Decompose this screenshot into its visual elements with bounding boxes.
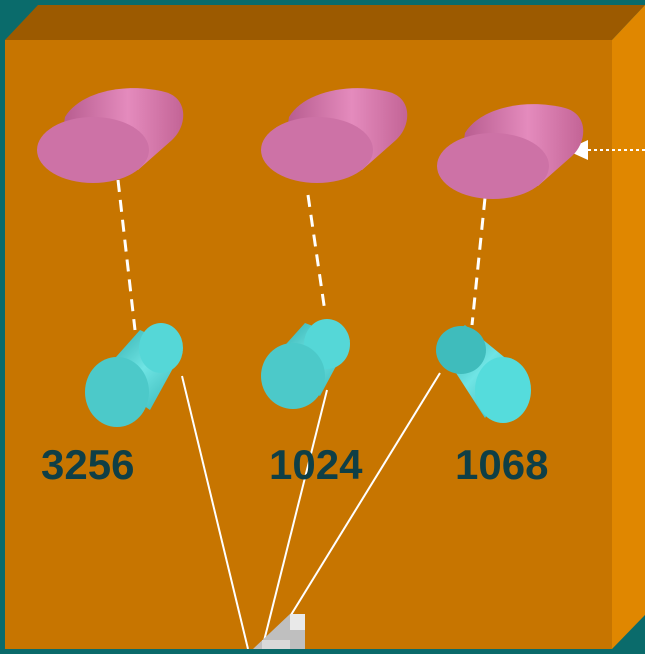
socket-cylinder-2[interactable]: [261, 319, 350, 409]
dashed-link-1: [116, 179, 137, 331]
port-label-3: 1068: [455, 441, 549, 488]
socket-cylinder-1[interactable]: [85, 323, 183, 427]
port-label-1: 3256: [41, 441, 135, 488]
network-interface-icon[interactable]: [253, 614, 305, 649]
link-socket-2: [261, 389, 328, 650]
port-label-2: 1024: [269, 441, 363, 488]
dashed-link-3: [470, 197, 487, 326]
process-disk-1[interactable]: [37, 88, 184, 183]
box-top-face: [5, 5, 645, 40]
link-socket-3: [269, 372, 441, 650]
corner-shadow: [612, 615, 645, 649]
process-disk-2[interactable]: [261, 88, 408, 183]
link-socket-1: [181, 375, 249, 650]
socket-cylinder-3[interactable]: [436, 325, 531, 423]
process-disk-3[interactable]: [437, 104, 584, 199]
box-side-face: [612, 5, 645, 649]
